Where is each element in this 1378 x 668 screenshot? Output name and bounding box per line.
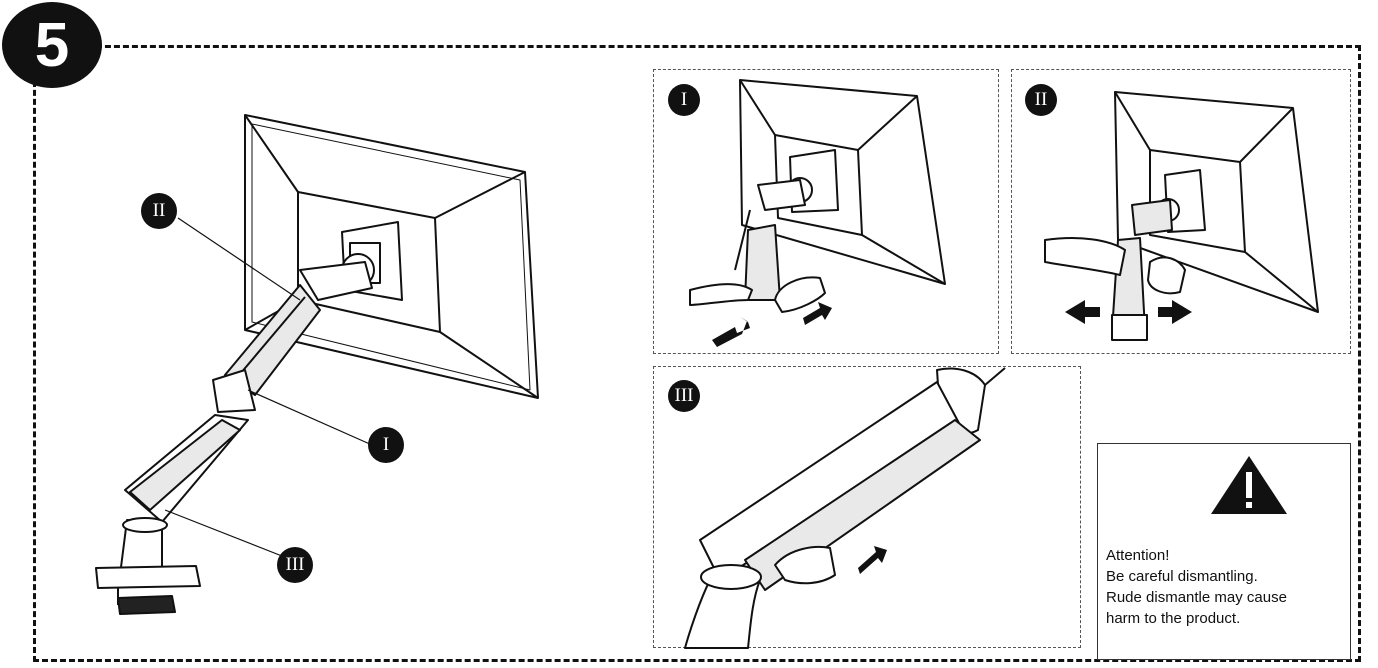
warning-line-3: Rude dismantle may cause bbox=[1106, 589, 1287, 606]
panel-label-I: I bbox=[668, 84, 700, 116]
instruction-frame bbox=[33, 45, 1361, 662]
warning-text: Attention! Be careful dismantling. Rude … bbox=[1106, 545, 1287, 629]
step-number: 5 bbox=[34, 10, 70, 80]
callout-III: III bbox=[277, 547, 313, 583]
callout-II: II bbox=[141, 193, 177, 229]
panel-label-II: II bbox=[1025, 84, 1057, 116]
step-badge bbox=[2, 2, 102, 88]
warning-box bbox=[1097, 443, 1351, 660]
callout-I: I bbox=[368, 427, 404, 463]
panel-label-III: III bbox=[668, 380, 700, 412]
warning-line-4: harm to the product. bbox=[1106, 610, 1241, 627]
warning-line-2: Be careful dismantling. bbox=[1106, 568, 1258, 585]
warning-title: Attention! bbox=[1106, 547, 1170, 564]
